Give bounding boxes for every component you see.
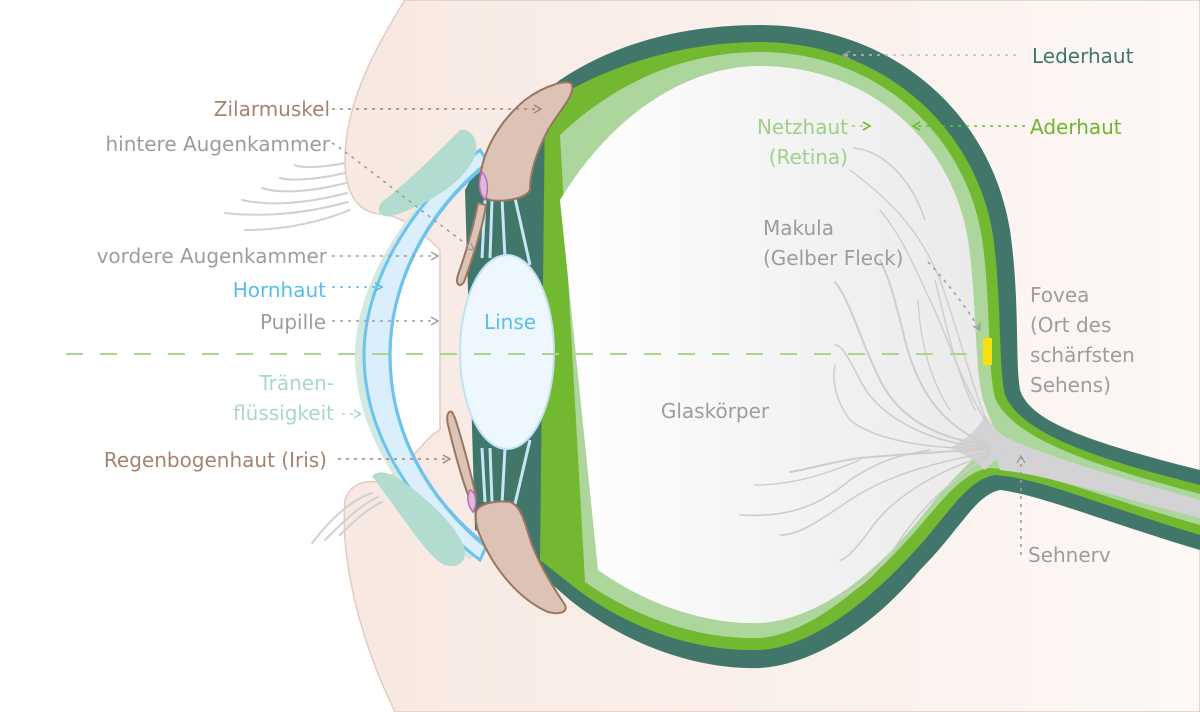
- label-regenbogenhaut: Regenbogenhaut (Iris): [104, 448, 327, 472]
- label-makula-2: (Gelber Fleck): [763, 246, 904, 270]
- pointer-hintere-augenkammer: [331, 142, 476, 251]
- label-glaskoerper: Glaskörper: [661, 399, 770, 423]
- label-vordere-augenkammer: vordere Augenkammer: [97, 244, 328, 268]
- pink-gland-lower: [467, 489, 477, 514]
- cornea-inner-line: [388, 163, 487, 547]
- upper-eyelashes: [224, 162, 351, 231]
- ciliary-muscle-lower: [474, 500, 567, 615]
- label-fovea-4: Sehens): [1030, 373, 1111, 397]
- ciliary-muscle-upper: [478, 81, 574, 202]
- label-traenen-2: flüssigkeit: [233, 401, 334, 425]
- pointer-makula: [927, 261, 981, 332]
- label-zilarmuskel: Zilarmuskel: [214, 97, 330, 121]
- label-fovea-1: Fovea: [1030, 283, 1089, 307]
- upper-eyelid-tissue: [378, 129, 477, 217]
- label-pupille: Pupille: [260, 310, 326, 334]
- pointer-lines: [331, 50, 1026, 555]
- label-makula-1: Makula: [763, 216, 834, 240]
- lower-eyelid-tissue: [372, 472, 466, 567]
- vitreous-body: [560, 66, 1000, 624]
- label-hornhaut: Hornhaut: [233, 278, 326, 302]
- retinal-vessels: [739, 169, 991, 597]
- lower-eyelashes: [311, 492, 383, 544]
- zonular-fibres: [480, 197, 532, 505]
- pointer-netzhaut-curve: [852, 147, 926, 221]
- label-aderhaut: Aderhaut: [1030, 115, 1122, 139]
- optic-nerve-core: [990, 430, 1200, 518]
- iris-lower: [446, 410, 478, 502]
- label-lederhaut: Lederhaut: [1032, 44, 1134, 68]
- lens: [459, 254, 555, 450]
- pink-gland-upper: [478, 170, 489, 202]
- label-fovea-2: (Ort des: [1030, 313, 1111, 337]
- label-fovea-3: schärfsten: [1030, 343, 1135, 367]
- fovea-marker: [983, 338, 992, 365]
- label-netzhaut-1: Netzhaut: [757, 115, 848, 139]
- label-linse: Linse: [484, 310, 536, 334]
- label-traenen-1: Tränen-: [258, 371, 334, 395]
- label-netzhaut-2: (Retina): [769, 145, 848, 169]
- label-hintere-augenkammer: hintere Augenkammer: [105, 132, 330, 156]
- label-sehnerv: Sehnerv: [1028, 543, 1111, 567]
